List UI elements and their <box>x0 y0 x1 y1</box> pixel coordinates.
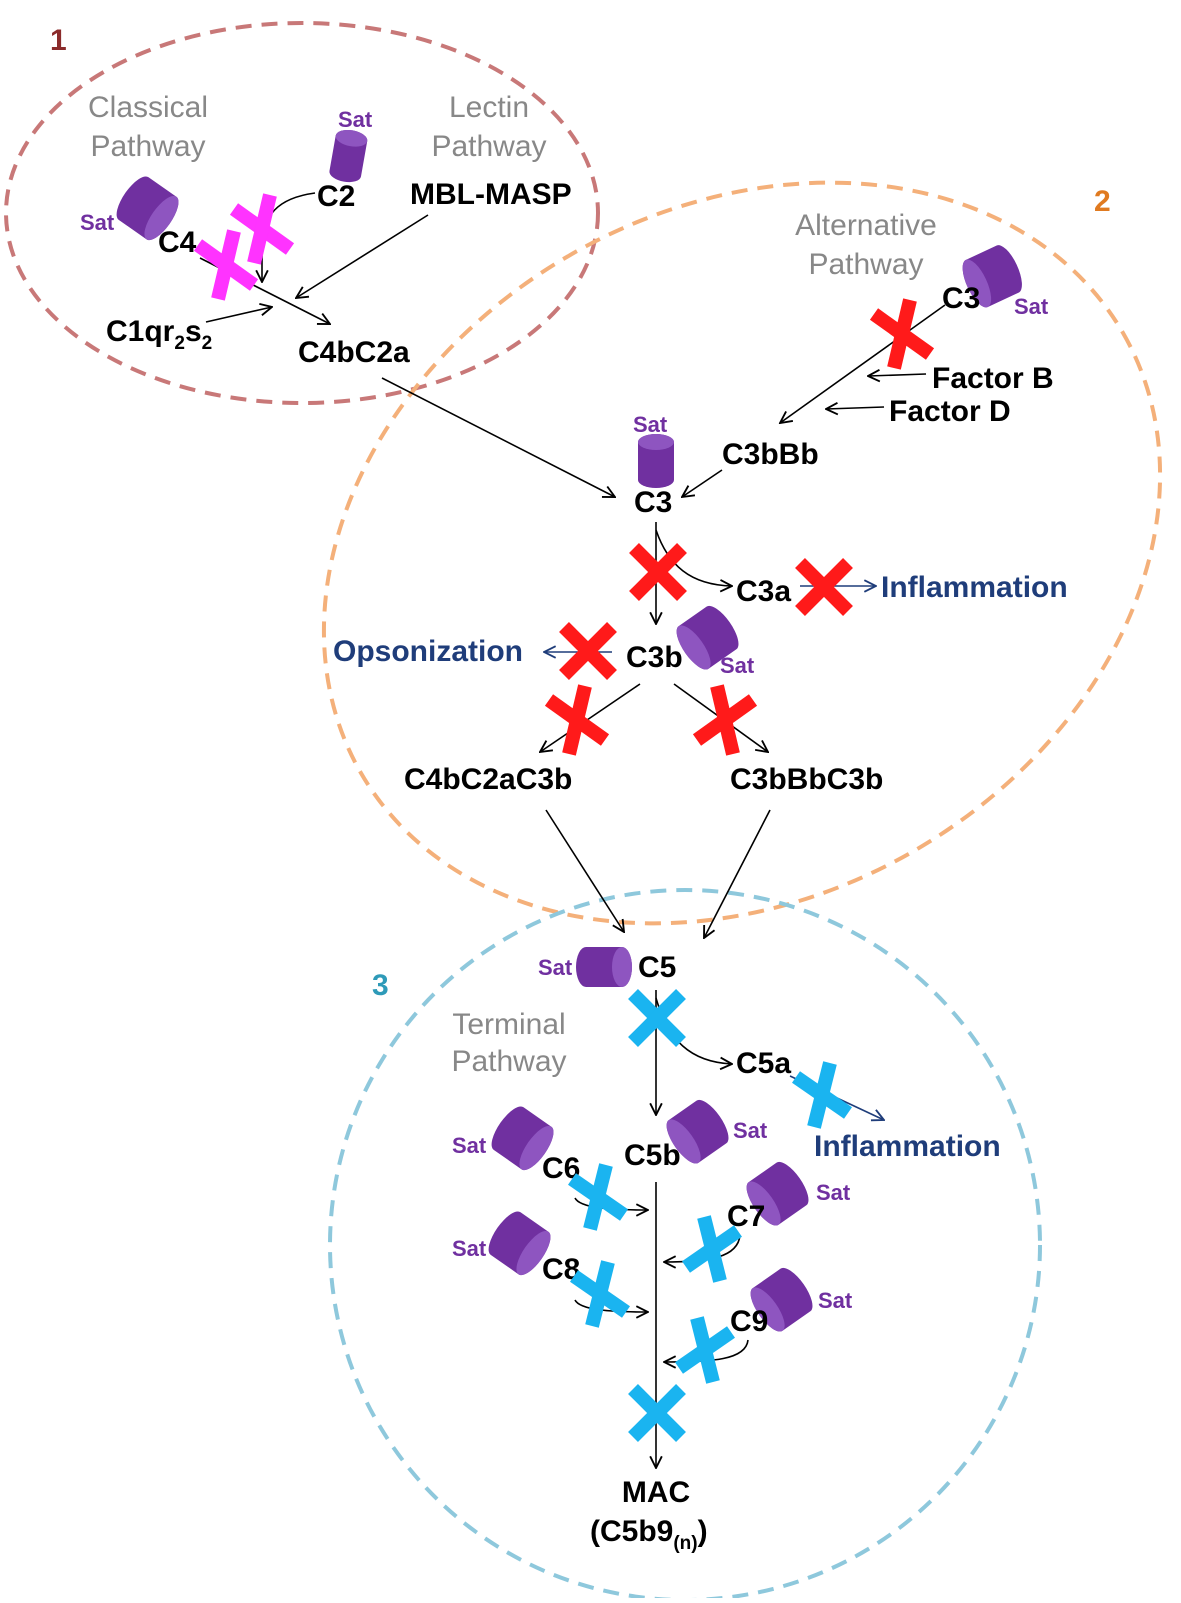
node-mac: MAC <box>622 1476 690 1509</box>
sat-cylinder-icon <box>576 947 632 987</box>
arrow-c3b-to-c4bc2ac3b <box>540 683 641 752</box>
sat-cylinder-icon <box>116 176 179 241</box>
terminal-pathway-title-line1: Terminal <box>452 1008 565 1041</box>
node-c3a: C3a <box>736 575 791 608</box>
lectin-pathway-title-line2: Pathway <box>431 130 546 163</box>
cross-icon <box>869 298 935 370</box>
sat-cylinder-icon <box>638 434 674 488</box>
node-c4bc2a: C4bC2a <box>298 336 410 369</box>
block-marks <box>193 193 935 1442</box>
lectin-pathway-title-line1: Lectin <box>449 91 529 124</box>
node-factor-d: Factor D <box>889 395 1011 428</box>
cross-icon <box>628 1384 686 1442</box>
sat-label-c7: Sat <box>816 1180 851 1205</box>
region-3-number: 3 <box>372 969 389 1002</box>
cross-icon <box>682 1215 742 1283</box>
arrow-c4bc2a-to-c3 <box>381 377 615 497</box>
arrow-factor-b <box>868 374 927 376</box>
sat-cylinder-icon <box>329 129 368 183</box>
node-c9: C9 <box>730 1305 768 1338</box>
arrow-c3-to-c3a <box>655 529 732 586</box>
arrow-mbl-masp-to-c4bc2a <box>296 214 429 298</box>
sat-label-c3b: Sat <box>720 653 755 678</box>
classical-pathway-title-line2: Pathway <box>90 130 205 163</box>
node-mac-formula: (C5b9(n)) <box>590 1515 708 1554</box>
node-c3-alternative: C3 <box>942 282 980 315</box>
sat-label-c6: Sat <box>452 1133 487 1158</box>
arrow-c1qrs-to-c4bc2a <box>205 307 272 323</box>
sat-cylinder-icon <box>666 1099 729 1164</box>
region-2-number: 2 <box>1094 185 1111 218</box>
arrow-c3bbbc3b-to-c5 <box>704 809 771 938</box>
effect-inflammation-c5a: Inflammation <box>814 1130 1001 1163</box>
cross-icon <box>193 229 259 301</box>
node-c5b: C5b <box>624 1139 681 1172</box>
node-labels: C2 C4 MBL-MASP C1qr2s2 C4bC2a C3 Factor … <box>106 178 1054 1554</box>
cross-icon <box>568 1163 628 1231</box>
cross-icon <box>792 1061 852 1129</box>
cross-icon <box>795 558 853 616</box>
arrow-c4bc2ac3b-to-c5 <box>545 809 624 932</box>
sat-cylinder-icon <box>746 1161 809 1226</box>
alternative-pathway-title-line2: Pathway <box>808 248 923 281</box>
node-c3-center: C3 <box>634 486 672 519</box>
cross-icon <box>544 684 610 756</box>
sat-cylinder-icon <box>488 1211 551 1276</box>
sat-label-c9: Sat <box>818 1288 853 1313</box>
region-1-number: 1 <box>50 24 67 57</box>
node-c5a: C5a <box>736 1047 791 1080</box>
effect-inflammation-c3a: Inflammation <box>881 571 1068 604</box>
node-c1qrs: C1qr2s2 <box>106 315 212 354</box>
node-factor-b: Factor B <box>932 362 1054 395</box>
sat-cylinder-icon <box>962 245 1022 308</box>
sat-cylinder-icon <box>676 605 739 670</box>
arrow-factor-d <box>826 407 885 409</box>
cross-icon <box>229 193 295 265</box>
sat-label-c5b: Sat <box>733 1118 768 1143</box>
sat-label-c3-alt: Sat <box>1014 294 1049 319</box>
sat-label-c5: Sat <box>538 955 573 980</box>
arrow-c3-alt-to-c3bbb <box>780 304 946 423</box>
sat-molecules <box>116 129 1022 1332</box>
node-mbl-masp: MBL-MASP <box>410 178 572 211</box>
sat-label-c2: Sat <box>338 107 373 132</box>
cross-icon <box>675 1316 735 1384</box>
cross-icon <box>628 989 686 1047</box>
node-c4bc2ac3b: C4bC2aC3b <box>404 763 572 796</box>
sat-cylinder-icon <box>750 1267 813 1332</box>
classical-pathway-title-line1: Classical <box>88 91 208 124</box>
cross-icon <box>570 1260 630 1328</box>
effect-opsonization: Opsonization <box>333 635 523 668</box>
node-c4: C4 <box>158 226 197 259</box>
arrow-c3bbb-to-c3 <box>682 469 723 497</box>
sat-label-c3-center: Sat <box>633 412 668 437</box>
terminal-pathway-title-line2: Pathway <box>451 1045 566 1078</box>
cross-icon <box>559 622 617 680</box>
node-c2: C2 <box>317 180 355 213</box>
node-c5: C5 <box>638 951 676 984</box>
cross-icon <box>692 684 758 756</box>
node-c3bbbc3b: C3bBbC3b <box>730 763 883 796</box>
region-2-alternative <box>321 180 1163 926</box>
sat-label-c8: Sat <box>452 1236 487 1261</box>
cross-icon <box>629 543 687 601</box>
sat-label-c4: Sat <box>80 210 115 235</box>
node-c3bbb: C3bBb <box>722 438 819 471</box>
sat-labels: Sat Sat Sat Sat Sat Sat Sat Sat Sat Sat … <box>80 107 1049 1313</box>
sat-cylinder-icon <box>491 1106 554 1171</box>
alternative-pathway-title-line1: Alternative <box>795 209 937 242</box>
node-c3b: C3b <box>626 641 683 674</box>
region-1-classical-lectin <box>4 21 600 405</box>
